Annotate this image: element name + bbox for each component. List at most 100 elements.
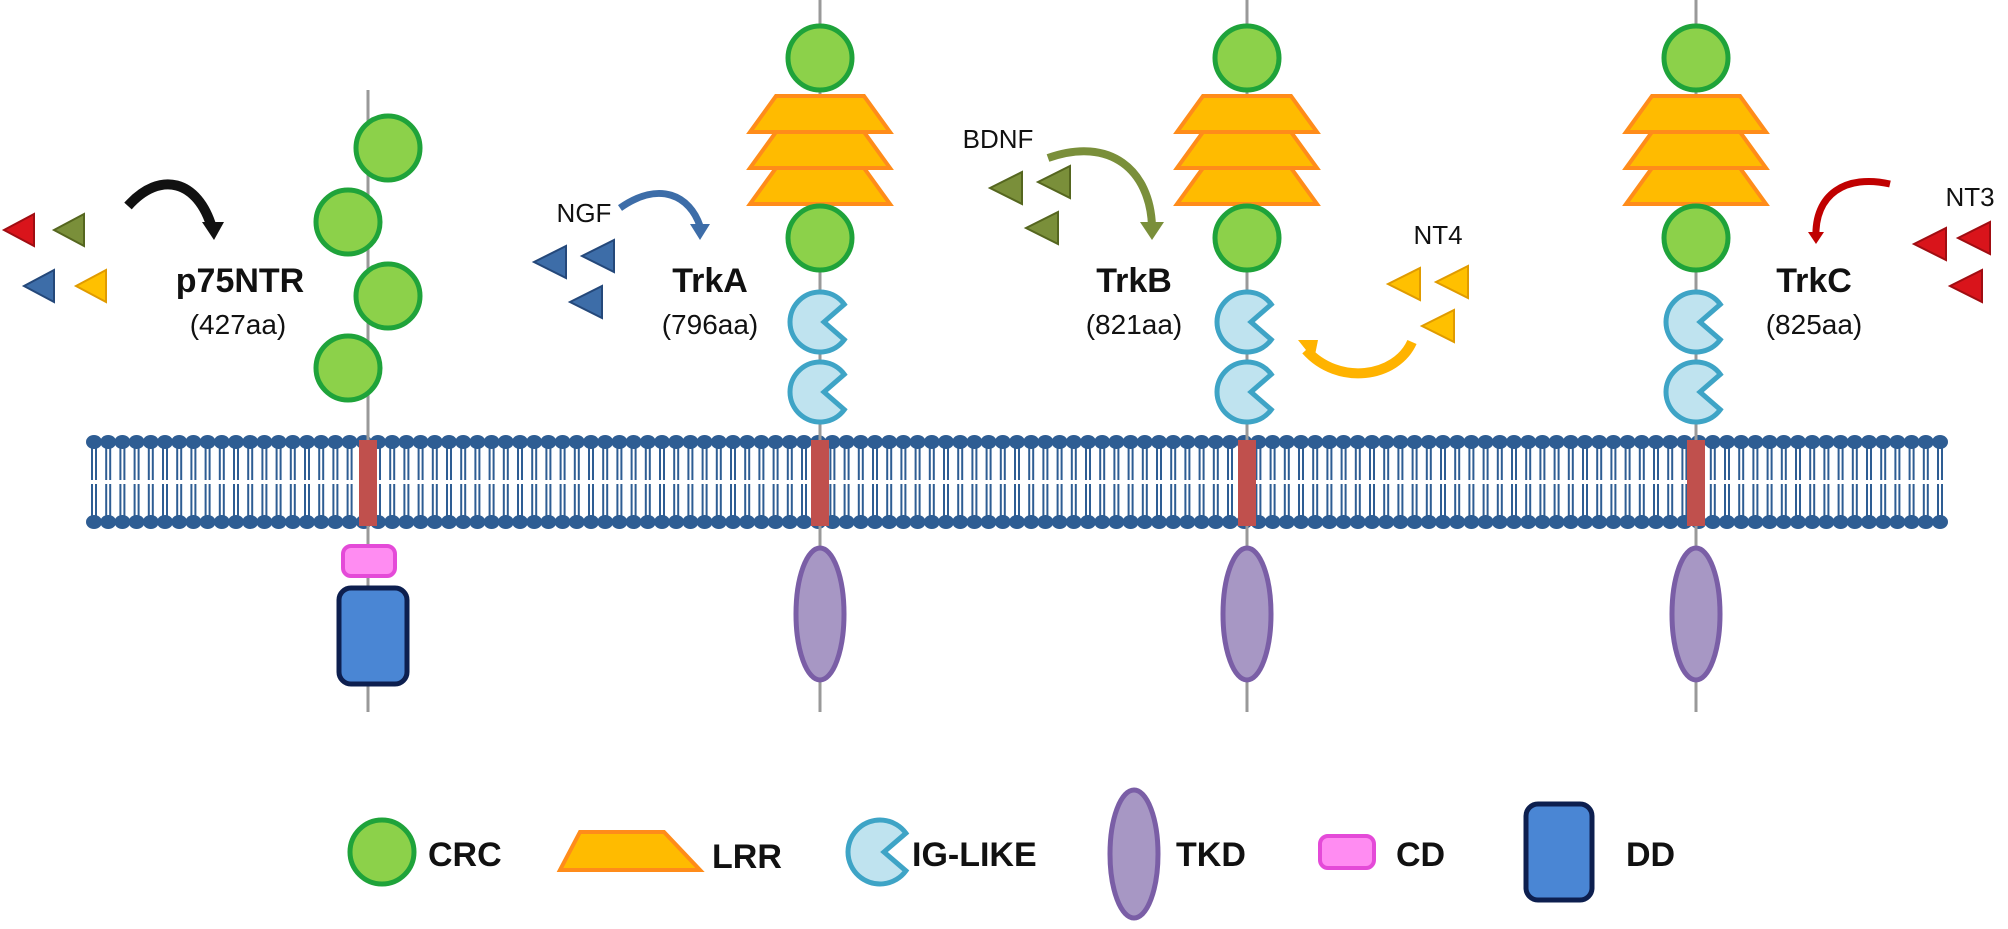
lipid-head (1321, 515, 1338, 529)
lipid-head (1832, 435, 1849, 449)
lipid-head (1591, 435, 1608, 449)
lipid-head (1094, 515, 1111, 529)
lipid-head (1577, 515, 1593, 529)
lipid-head (1903, 435, 1920, 449)
lipid-head (1335, 435, 1352, 449)
lipid-head (1577, 435, 1593, 449)
lipid-head (1633, 515, 1650, 529)
lipid-head (1832, 515, 1849, 529)
lipid-head (171, 435, 188, 449)
lipid-head (796, 515, 812, 529)
tkd-domain (1669, 545, 1723, 683)
lipid-head (781, 515, 798, 529)
lipid-head (923, 435, 940, 449)
legend-ig-like-label: IG-LIKE (912, 836, 1037, 874)
ig-like-domain (1214, 289, 1275, 355)
lipid-head (1463, 435, 1480, 449)
lipid-head (1335, 515, 1352, 529)
lipid-head (1406, 515, 1423, 529)
lipid-head (1932, 435, 1948, 449)
lipid-head (313, 435, 330, 449)
lipid-head (128, 515, 145, 529)
lipid-head (1080, 435, 1096, 449)
lipid-head (469, 435, 486, 449)
trka-length: (796aa) (662, 309, 759, 340)
lipid-head (284, 515, 301, 529)
p75ntr-receptor: p75NTR (427aa) (1, 90, 423, 712)
lipid-head (1761, 435, 1778, 449)
lipid-head (682, 435, 699, 449)
ig-like-domain (787, 289, 848, 355)
lipid-head (710, 435, 727, 449)
lipid-head (1364, 435, 1380, 449)
lipid-head (1477, 435, 1494, 449)
lipid-head (1846, 435, 1863, 449)
lipid-head (1193, 435, 1210, 449)
lipid-head (1193, 515, 1210, 529)
lipid-head (483, 515, 500, 529)
lipid-head (1875, 515, 1892, 529)
lipid-head (157, 435, 173, 449)
lipid-head (1122, 435, 1139, 449)
legend-lrr-label: LRR (712, 838, 782, 876)
lipid-head (540, 435, 557, 449)
lipid-head (1179, 435, 1196, 449)
lipid-head (497, 515, 514, 529)
lipid-head (923, 515, 940, 529)
lipid-head (199, 515, 216, 529)
trkb-receptor (1173, 0, 1321, 712)
lipid-head (284, 435, 301, 449)
lipid-head (1207, 515, 1224, 529)
nt4-binding-arrow (1302, 339, 1417, 379)
lipid-head (1917, 435, 1934, 449)
lipid-head (1392, 515, 1409, 529)
trkb-length: (821aa) (1086, 309, 1183, 340)
crc-domain (313, 333, 383, 403)
lipid-head (469, 515, 486, 529)
lipid-head (994, 435, 1011, 449)
lipid-head (1349, 515, 1366, 529)
lipid-head (554, 435, 571, 449)
lipid-head (1761, 515, 1778, 529)
lrr-domain (1622, 130, 1770, 170)
lipid-head (753, 435, 770, 449)
lipid-head (966, 515, 983, 529)
lipid-head (1605, 435, 1622, 449)
lipid-head (1264, 515, 1281, 529)
lipid-head (426, 515, 443, 529)
bdnf-triangles (987, 164, 1071, 246)
legend-cd-swatch (1318, 834, 1376, 870)
lipid-head (980, 435, 997, 449)
lipid-head (1293, 515, 1309, 529)
lipid-head (1108, 435, 1125, 449)
lipid-head (625, 515, 642, 529)
ig-like-domain (1214, 359, 1275, 425)
lipid-head (185, 515, 202, 529)
lipid-head (142, 515, 159, 529)
lipid-head (1477, 515, 1494, 529)
lipid-head (668, 515, 685, 529)
lipid-head (1420, 515, 1437, 529)
lipid-head (1108, 515, 1125, 529)
lipid-head (256, 435, 273, 449)
legend: CRC LRR IG-LIKE TKD CD DD (347, 787, 1675, 921)
lipid-head (341, 515, 358, 529)
trkc-receptor (1622, 0, 1770, 712)
lipid-head (852, 435, 869, 449)
lipid-head (142, 435, 159, 449)
lipid-head (86, 435, 102, 449)
transmembrane-segment (359, 440, 377, 526)
lipid-head (1065, 435, 1082, 449)
lipid-head (1463, 515, 1480, 529)
lipid-head (185, 435, 202, 449)
lipid-head (1818, 435, 1835, 449)
lrr-domain (746, 130, 894, 170)
lipid-head (1023, 515, 1040, 529)
lipid-head (1051, 435, 1068, 449)
lipid-head (1378, 515, 1395, 529)
lipid-head (1392, 435, 1409, 449)
legend-tkd-label: TKD (1176, 836, 1246, 874)
cell-membrane (86, 435, 1948, 529)
lipid-head (881, 515, 898, 529)
lipid-head (1775, 515, 1792, 529)
